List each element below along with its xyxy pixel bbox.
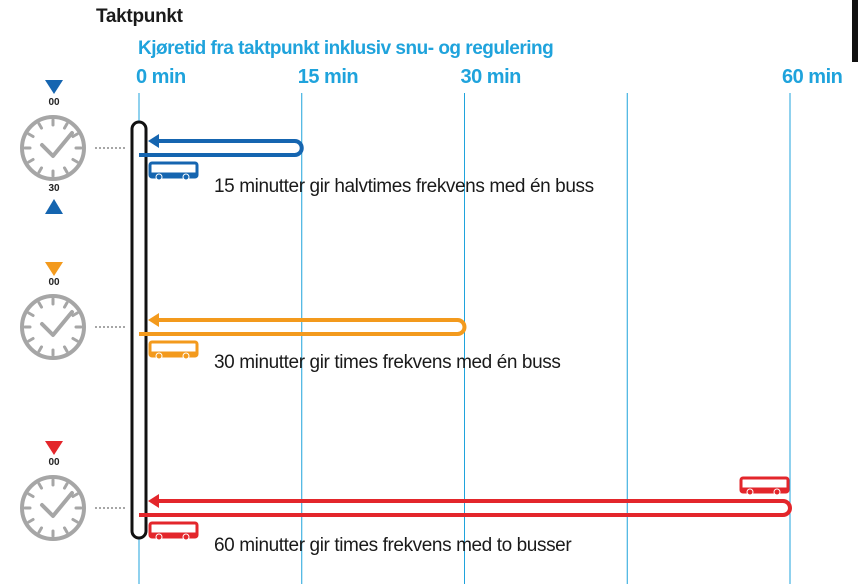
clock-icon-red	[20, 475, 86, 541]
tick-label-60: 60 min	[782, 66, 843, 88]
clock-tick	[71, 132, 79, 138]
clock-tick	[71, 492, 79, 498]
clock-orange-top-label: 00	[48, 277, 60, 288]
clock-tick	[27, 492, 35, 498]
bus-icon-orange	[148, 340, 199, 360]
taktpunkt-bar	[130, 120, 148, 540]
departure-marker-blue	[45, 199, 63, 214]
clock-icon-orange	[20, 294, 86, 360]
clock-tick	[71, 158, 79, 164]
caption-blue: 15 minutter gir halvtimes frekvens med é…	[214, 176, 594, 197]
route-arrowhead-blue	[148, 134, 159, 148]
clock-tick	[27, 518, 35, 524]
clock-tick	[37, 345, 43, 353]
clock-red-top-label: 00	[48, 457, 60, 468]
clock-tick	[37, 526, 43, 534]
clock-hands	[40, 310, 74, 337]
clock-blue-bottom-label: 30	[48, 183, 60, 194]
clock-tick	[63, 526, 69, 534]
clock-tick	[71, 337, 79, 343]
route-arrowhead-orange	[148, 313, 159, 327]
clock-blue-top-label: 00	[48, 97, 60, 108]
clock-tick	[63, 345, 69, 353]
corner-mark	[852, 0, 858, 62]
diagram-title: Taktpunkt	[96, 6, 183, 27]
clock-tick	[63, 301, 69, 309]
clock-tick	[63, 166, 69, 174]
bus-icon-red-2	[739, 476, 790, 496]
tick-label-30: 30 min	[460, 66, 522, 88]
caption-orange: 30 minutter gir times frekvens med én bu…	[214, 352, 561, 373]
route-arrowhead-red	[148, 494, 159, 508]
clock-tick	[71, 311, 79, 317]
clock-hands	[40, 131, 74, 158]
caption-red: 60 minutter gir times frekvens med to bu…	[214, 535, 572, 556]
arrival-marker-blue	[45, 80, 63, 94]
clock-icon-blue	[20, 115, 86, 181]
route-loop-blue	[139, 139, 304, 157]
tick-label-0: 0 min	[136, 66, 186, 88]
tick-label-15: 15 min	[297, 66, 359, 88]
clock-tick	[71, 518, 79, 524]
diagram-subtitle: Kjøretid fra taktpunkt inklusiv snu- og …	[138, 38, 554, 59]
clock-tick	[37, 122, 43, 130]
clock-tick	[63, 482, 69, 490]
clock-tick	[27, 158, 35, 164]
arrival-marker-orange	[45, 262, 63, 276]
route-loop-orange	[139, 318, 467, 336]
route-loop-red	[139, 499, 792, 517]
clock-hands	[40, 491, 74, 518]
bus-icon-red	[148, 521, 199, 541]
clock-tick	[37, 482, 43, 490]
clock-tick	[37, 166, 43, 174]
clock-tick	[37, 301, 43, 309]
arrival-marker-red	[45, 441, 63, 455]
clock-tick	[27, 337, 35, 343]
clock-tick	[27, 311, 35, 317]
clock-tick	[27, 132, 35, 138]
clock-tick	[63, 122, 69, 130]
bus-icon-blue	[148, 161, 199, 181]
